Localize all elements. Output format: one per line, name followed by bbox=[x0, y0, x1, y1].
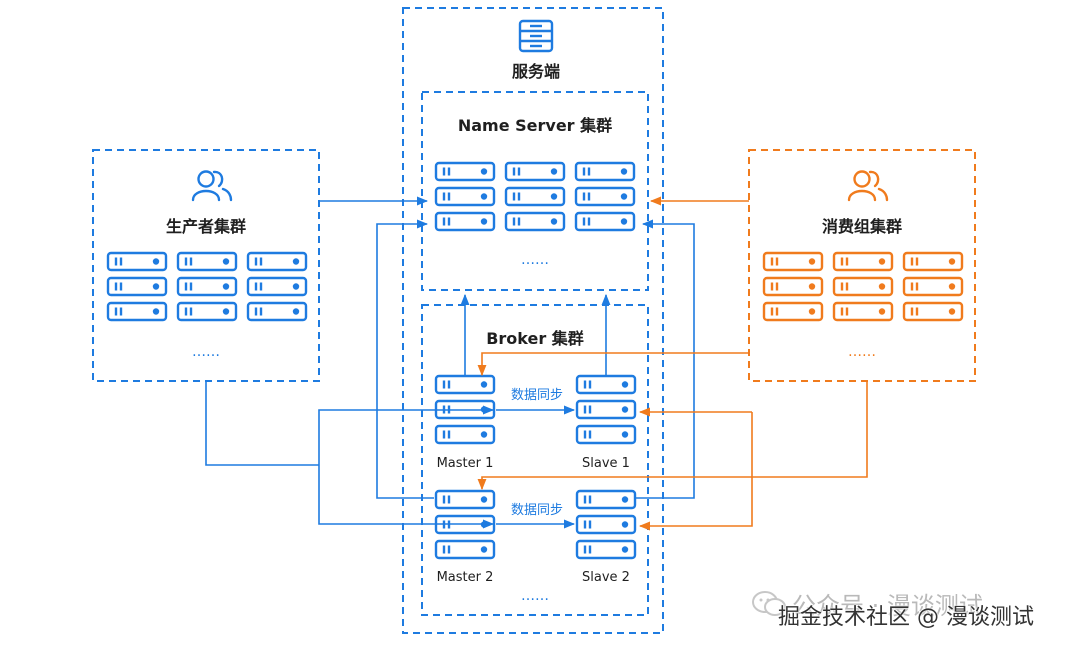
server-unit-icon bbox=[434, 539, 496, 560]
server-unit-icon bbox=[902, 276, 964, 297]
nameserver-servers bbox=[434, 161, 636, 232]
consumer-servers bbox=[762, 251, 964, 322]
server-unit-icon bbox=[902, 251, 964, 272]
connection-lines bbox=[205, 196, 868, 531]
producer-users-icon bbox=[191, 170, 233, 202]
nameserver-box bbox=[421, 91, 649, 291]
server-unit-icon bbox=[762, 251, 824, 272]
slave1-label: Slave 1 bbox=[582, 456, 630, 471]
producer-trunk-line bbox=[205, 381, 319, 466]
server-unit-icon bbox=[434, 424, 496, 445]
master1-label: Master 1 bbox=[437, 456, 494, 471]
server-unit-icon bbox=[434, 211, 496, 232]
slave2-label: Slave 2 bbox=[582, 570, 630, 585]
slave1-servers bbox=[575, 374, 637, 445]
consumer-to-slave2-arrow bbox=[638, 412, 753, 531]
server-unit-icon bbox=[574, 186, 636, 207]
server-unit-icon bbox=[504, 161, 566, 182]
server-unit-icon bbox=[575, 539, 637, 560]
server-unit-icon bbox=[575, 399, 637, 420]
server-unit-icon bbox=[434, 186, 496, 207]
wechat-icon bbox=[752, 591, 786, 616]
master2-label: Master 2 bbox=[437, 570, 494, 585]
server-rack-icon bbox=[518, 19, 554, 53]
sync-label-2: 数据同步 bbox=[511, 503, 563, 518]
broker-title: Broker 集群 bbox=[486, 329, 584, 348]
consumer-title: 消费组集群 bbox=[822, 217, 902, 236]
master2-to-nameserver-arrow bbox=[376, 219, 434, 499]
consumer-box bbox=[748, 149, 976, 382]
producer-to-master1-arrow bbox=[318, 405, 495, 465]
slave2-to-nameserver-arrow bbox=[636, 219, 695, 499]
server-unit-icon bbox=[762, 276, 824, 297]
server-unit-icon bbox=[176, 276, 238, 297]
server-unit-icon bbox=[434, 161, 496, 182]
service-title: 服务端 bbox=[512, 62, 560, 81]
server-unit-icon bbox=[504, 186, 566, 207]
server-unit-icon bbox=[762, 301, 824, 322]
producer-more: …… bbox=[192, 344, 220, 360]
producer-to-master2-arrow bbox=[318, 465, 495, 529]
server-unit-icon bbox=[575, 489, 637, 510]
server-unit-icon bbox=[434, 374, 496, 395]
nameserver-title: Name Server 集群 bbox=[458, 116, 612, 135]
watermark-line-1: 公众号 · 漫谈测试 bbox=[792, 592, 983, 620]
producer-servers bbox=[106, 251, 308, 322]
server-unit-icon bbox=[574, 211, 636, 232]
sync-label-1: 数据同步 bbox=[511, 388, 563, 403]
slave2-servers bbox=[575, 489, 637, 560]
broker-more: …… bbox=[521, 588, 549, 604]
server-unit-icon bbox=[106, 251, 168, 272]
server-unit-icon bbox=[832, 301, 894, 322]
consumer-users-icon bbox=[847, 170, 889, 202]
server-unit-icon bbox=[575, 424, 637, 445]
server-unit-icon bbox=[176, 251, 238, 272]
server-unit-icon bbox=[246, 301, 308, 322]
broker-box bbox=[421, 304, 649, 616]
consumer-more: …… bbox=[848, 344, 876, 360]
server-unit-icon bbox=[504, 211, 566, 232]
server-unit-icon bbox=[832, 276, 894, 297]
producer-title: 生产者集群 bbox=[166, 217, 246, 236]
server-unit-icon bbox=[246, 251, 308, 272]
server-unit-icon bbox=[832, 251, 894, 272]
server-unit-icon bbox=[246, 276, 308, 297]
service-box bbox=[402, 7, 664, 634]
server-unit-icon bbox=[176, 301, 238, 322]
nameserver-more: …… bbox=[521, 252, 549, 268]
server-unit-icon bbox=[434, 489, 496, 510]
server-unit-icon bbox=[106, 276, 168, 297]
consumer-to-master1-arrow bbox=[477, 352, 749, 377]
server-unit-icon bbox=[574, 161, 636, 182]
watermark-line-2: 掘金技术社区 @ 漫谈测试 bbox=[778, 605, 1034, 630]
consumer-to-master2-arrow bbox=[477, 381, 868, 491]
server-unit-icon bbox=[902, 301, 964, 322]
server-unit-icon bbox=[575, 514, 637, 535]
server-unit-icon bbox=[575, 374, 637, 395]
server-unit-icon bbox=[106, 301, 168, 322]
